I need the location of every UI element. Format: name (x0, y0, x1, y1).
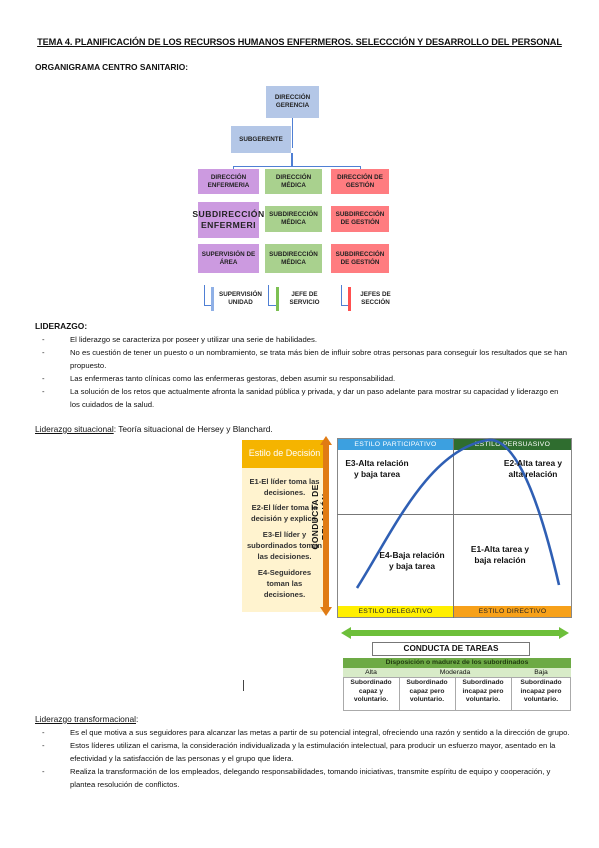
connector (233, 166, 361, 167)
org-box-sub-medica-2: SUBDIRECCIÓN MÉDICA (265, 244, 322, 273)
transformacional-label: Liderazgo transformacional (35, 714, 137, 724)
situacional-heading: Liderazgo situacional: Teoría situaciona… (35, 424, 273, 434)
connector (341, 285, 342, 305)
estilo-directivo: ESTILO DIRECTIVO (454, 606, 571, 617)
madurez-alta: Alta (343, 668, 399, 677)
connector (360, 166, 361, 169)
decision-e2: E2-El líder toma la decisión y explica. (250, 503, 319, 523)
decision-e1: E1-El líder toma las decisiones. (249, 477, 320, 497)
org-box-dir-enfermeria: DIRECCIÓN ENFERMERIA (198, 169, 259, 194)
situacional-text: : Teoría situacional de Hersey y Blancha… (113, 424, 273, 434)
list-item: La solución de los retos que actualmente… (42, 385, 570, 411)
liderazgo-list: El liderazgo se caracteriza por poseer y… (42, 333, 570, 411)
quadrant-e4: E4-Baja relación y baja tarea (379, 550, 445, 572)
org-box-sub-enfermeria: SUBDIRECCIÓN ENFERMERI (192, 202, 264, 238)
list-item: No es cuestión de tener un puesto o un n… (42, 346, 570, 372)
org-box-subgerente: SUBGERENTE (231, 126, 291, 153)
list-item: Las enfermeras tanto clínicas como las e… (42, 372, 570, 385)
estilo-delegativo: ESTILO DELEGATIVO (338, 606, 453, 617)
transformacional-colon: : (136, 714, 139, 724)
quadrant-e1: E1-Alta tarea y baja relación (470, 544, 530, 566)
transformacional-list: Es el que motiva a sus seguidores para a… (42, 726, 570, 791)
connector (204, 305, 211, 306)
grid-divider (511, 677, 512, 711)
list-item: Realiza la transformación de los emplead… (42, 765, 570, 791)
estilo-persuasivo: ESTILO PERSUASIVO (454, 439, 571, 450)
bell-curve (355, 438, 561, 589)
org-box-sub-gestion-2: SUBDIRECCIÓN DE GESTIÓN (331, 244, 389, 273)
org-box-sub-gestion-1: SUBDIRECCIÓN DE GESTIÓN (331, 206, 389, 232)
decision-e3: E3-El líder y subordinados toman las dec… (246, 530, 323, 561)
org-box-dir-medica: DIRECCIÓN MÉDICA (265, 169, 322, 194)
grid-divider (399, 677, 400, 711)
connector (291, 153, 293, 167)
estilo-decision-header: Estilo de Decisión (242, 440, 327, 468)
madurez-cell: Subordinado incapaz pero voluntario. (462, 679, 504, 704)
relacion-arrow (320, 436, 332, 616)
connector (204, 285, 205, 305)
disposicion-header: Disposición o madurez de los subordinado… (343, 658, 571, 668)
grid-divider (455, 677, 456, 711)
org-box-dir-gestion: DIRECCIÓN DE GESTIÓN (331, 169, 389, 194)
quadrant-grid (337, 438, 572, 618)
liderazgo-heading: LIDERAZGO: (35, 321, 88, 331)
org-box-jefe-servicio: JEFE DE SERVICIO (276, 287, 330, 311)
list-item: Estos líderes utilizan el carisma, la co… (42, 739, 570, 765)
list-item: Es el que motiva a sus seguidores para a… (42, 726, 570, 739)
situacional-label: Liderazgo situacional (35, 424, 114, 434)
conducta-tareas-label: CONDUCTA DE TAREAS (372, 642, 530, 656)
madurez-cell: Subordinado incapaz pero voluntario. (520, 679, 562, 704)
connector (268, 305, 276, 306)
org-heading: ORGANIGRAMA CENTRO SANITARIO: (35, 62, 189, 72)
tareas-arrow (341, 627, 569, 639)
madurez-cells (343, 677, 571, 711)
grid-divider (337, 514, 572, 515)
madurez-cell: Subordinado capaz y voluntario. (350, 679, 392, 704)
transformacional-heading: Liderazgo transformacional: (35, 714, 138, 724)
grid-divider (453, 438, 454, 618)
quadrant-e2: E2-Alta tarea y alta relación (503, 458, 563, 480)
connector (292, 118, 293, 148)
decision-panel (242, 440, 327, 612)
text-cursor (243, 680, 244, 691)
madurez-moderada: Moderada (399, 668, 511, 677)
list-item: El liderazgo se caracteriza por poseer y… (42, 333, 570, 346)
decision-e4: E4-Seguidores toman las decisiones. (257, 568, 312, 599)
page-title: TEMA 4. PLANIFICACIÓN DE LOS RECURSOS HU… (37, 37, 562, 47)
connector (268, 285, 269, 305)
org-box-jefes-seccion: JEFES DE SECCIÓN (348, 287, 400, 311)
org-box-direccion-gerencia: DIRECCIÓN GERENCIA (266, 86, 319, 118)
madurez-baja: Baja (511, 668, 571, 677)
madurez-cell: Subordinado capaz pero voluntario. (406, 679, 448, 704)
org-box-sup-area: SUPERVISIÓN DE ÁREA (198, 244, 259, 273)
org-box-sub-medica-1: SUBDIRECCIÓN MÉDICA (265, 206, 322, 232)
quadrant-e3: E3-Alta relación y baja tarea (345, 458, 409, 480)
estilo-participativo: ESTILO PARTICIPATIVO (338, 439, 453, 450)
org-box-sup-unidad: SUPERVISIÓN UNIDAD (211, 287, 267, 311)
connector (233, 166, 234, 169)
connector (341, 305, 348, 306)
